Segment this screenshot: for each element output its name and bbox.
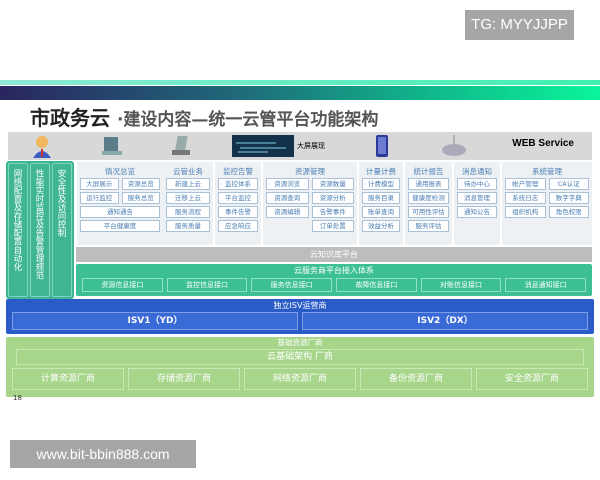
- left-column: 安全性及访问控制: [52, 163, 72, 297]
- module-button[interactable]: 数字字典: [548, 192, 589, 204]
- module-button[interactable]: 资源浏览: [266, 178, 309, 190]
- access-interface: 故障信息接口: [336, 278, 417, 292]
- module-button[interactable]: 订单处置: [311, 220, 354, 232]
- router-icon: [442, 135, 466, 156]
- tablet-icon: [376, 135, 388, 157]
- module-title: 监控告警: [223, 167, 253, 176]
- module-button[interactable]: 帐户管理: [505, 178, 546, 190]
- module-button[interactable]: 可用性评估: [408, 206, 449, 218]
- access-system-title: 云服务商平台接入体系: [294, 266, 374, 275]
- module-button[interactable]: 服务目录: [362, 192, 400, 204]
- module-button[interactable]: 新建上云: [166, 178, 210, 190]
- module-button[interactable]: 大屏展示: [80, 178, 119, 190]
- knowledge-platform: 云知识库平台: [76, 247, 592, 262]
- module-button[interactable]: 资源数量: [311, 178, 354, 190]
- module-5: 计量计费计费模型服务目录账单查询效益分析: [359, 162, 403, 245]
- resource-vendor: 存储资源厂商: [128, 368, 240, 390]
- screen-icon: [232, 135, 294, 157]
- module-4: 资源管理资源浏览资源数量资源查询资源分析资源编辑告警事件订单处置: [263, 162, 357, 245]
- user-icon: [33, 136, 51, 158]
- module-button[interactable]: 运行监控: [80, 192, 119, 204]
- resource-vendor: 备份资源厂商: [360, 368, 472, 390]
- base-title: 基础资源厂商: [277, 338, 323, 347]
- isv-item: ISV2（DX）: [302, 312, 588, 330]
- access-interface: 对账信息接口: [420, 278, 502, 292]
- module-button[interactable]: 服务评估: [408, 220, 449, 232]
- module-2: 云管业务新建上云迁移上云服务流程服务质量: [163, 162, 213, 245]
- access-interface: 资源信息接口: [82, 278, 163, 292]
- screen-label: 大屏展现: [297, 142, 325, 150]
- module-button[interactable]: 服务流程: [166, 206, 210, 218]
- module-title: 系统管理: [532, 167, 562, 176]
- access-terminal-row: 大屏展现 WEB Service: [8, 132, 592, 160]
- module-button[interactable]: 事件告警: [218, 206, 258, 218]
- access-interface: 监控信息接口: [166, 278, 248, 292]
- module-button[interactable]: 效益分析: [362, 220, 400, 232]
- module-button[interactable]: 待办中心: [457, 178, 497, 190]
- module-button[interactable]: 健康度检测: [408, 192, 449, 204]
- module-button[interactable]: 账单查询: [362, 206, 400, 218]
- infra-vendor: 云基础架构 厂商: [16, 349, 584, 365]
- module-button[interactable]: 平台健康度: [80, 220, 160, 232]
- module-button[interactable]: 通知通告: [80, 206, 160, 218]
- module-button[interactable]: 服务质量: [166, 220, 210, 232]
- module-6: 统计报告通用报表健康度检测可用性评估服务评估: [405, 162, 452, 245]
- access-interface: 服务信息接口: [251, 278, 333, 292]
- resource-vendor: 网络资源厂商: [244, 368, 356, 390]
- laptop-icon: [172, 136, 190, 155]
- isv-item: ISV1（YD）: [12, 312, 298, 330]
- module-button[interactable]: 监控体系: [218, 178, 258, 190]
- module-button[interactable]: 应急响应: [218, 220, 258, 232]
- isv-title: 独立ISV运营商: [273, 301, 327, 310]
- left-column: 性能实时监控及告警管理规范: [30, 163, 50, 297]
- module-button[interactable]: 计费模型: [362, 178, 400, 190]
- base-vendors: 基础资源厂商 云基础架构 厂商 计算资源厂商存储资源厂商网络资源厂商备份资源厂商…: [6, 337, 594, 397]
- isv-operators: 独立ISV运营商 ISV1（YD）ISV2（DX）: [6, 299, 594, 334]
- watermark-top: TG: MYYJJPP: [465, 10, 574, 40]
- module-button[interactable]: 通知公告: [457, 206, 497, 218]
- module-button[interactable]: 告警事件: [311, 206, 354, 218]
- module-title: 统计报告: [413, 167, 444, 176]
- module-button[interactable]: 平台监控: [218, 192, 258, 204]
- module-button[interactable]: 系统日志: [505, 192, 546, 204]
- page-title: 市政务云 ·建设内容—统一云管平台功能架构: [30, 102, 378, 131]
- module-button[interactable]: 资源编辑: [266, 206, 309, 218]
- module-title: 情况总览: [105, 167, 135, 176]
- header-line: [0, 80, 600, 85]
- module-title: 云管业务: [173, 167, 203, 176]
- module-button[interactable]: 服务总览: [121, 192, 160, 204]
- module-button[interactable]: 资源分析: [311, 192, 354, 204]
- module-7: 消息通知待办中心消息管理通知公告: [454, 162, 500, 245]
- watermark-bottom: www.bit-bbin888.com: [10, 440, 196, 468]
- title-sub: ·建设内容—统一云管平台功能架构: [116, 110, 379, 130]
- module-title: 计量计费: [366, 167, 396, 176]
- resource-vendor: 安全资源厂商: [476, 368, 588, 390]
- module-1: 情况总览大屏展示资源总览运行监控服务总览通知通告平台健康度: [77, 162, 163, 245]
- module-button[interactable]: 资源总览: [121, 178, 160, 190]
- access-system: 云服务商平台接入体系 资源信息接口监控信息接口服务信息接口故障信息接口对账信息接…: [76, 264, 592, 296]
- module-button[interactable]: 迁移上云: [166, 192, 210, 204]
- module-button[interactable]: 组织机构: [505, 206, 546, 218]
- web-service-label: WEB Service: [512, 138, 574, 149]
- module-title: 消息通知: [462, 167, 492, 176]
- module-button[interactable]: CA认证: [548, 178, 589, 190]
- access-interface: 消息通知接口: [505, 278, 587, 292]
- desktop-icon: [102, 137, 122, 155]
- page-number: 18: [13, 394, 22, 402]
- module-title: 资源管理: [295, 167, 325, 176]
- left-column: 网络配置及存储配置自动化: [8, 163, 28, 297]
- title-main: 市政务云: [30, 106, 110, 130]
- header-gradient-bar: [0, 86, 600, 100]
- module-button[interactable]: 角色权限: [548, 206, 589, 218]
- module-button[interactable]: 通用报表: [408, 178, 449, 190]
- module-3: 监控告警监控体系平台监控事件告警应急响应: [215, 162, 261, 245]
- module-button[interactable]: 消息管理: [457, 192, 497, 204]
- module-button[interactable]: 资源查询: [266, 192, 309, 204]
- resource-vendor: 计算资源厂商: [12, 368, 124, 390]
